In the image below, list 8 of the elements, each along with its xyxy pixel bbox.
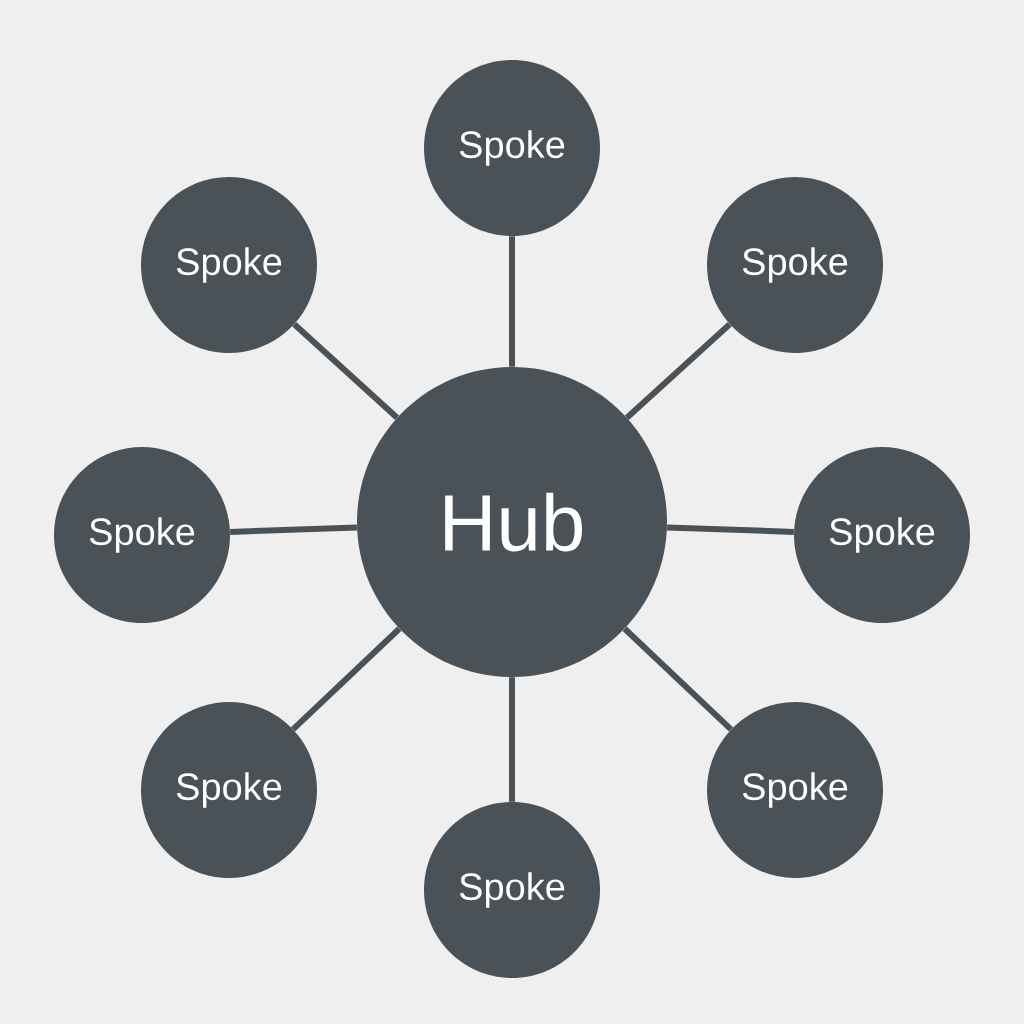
- connector-line: [230, 524, 358, 535]
- connector-line: [667, 524, 794, 535]
- connector-line: [622, 626, 734, 732]
- connector-line: [290, 626, 402, 732]
- connector-line: [509, 677, 515, 802]
- connector-line: [509, 236, 515, 367]
- connector-line: [292, 322, 400, 420]
- connector-line: [624, 322, 732, 420]
